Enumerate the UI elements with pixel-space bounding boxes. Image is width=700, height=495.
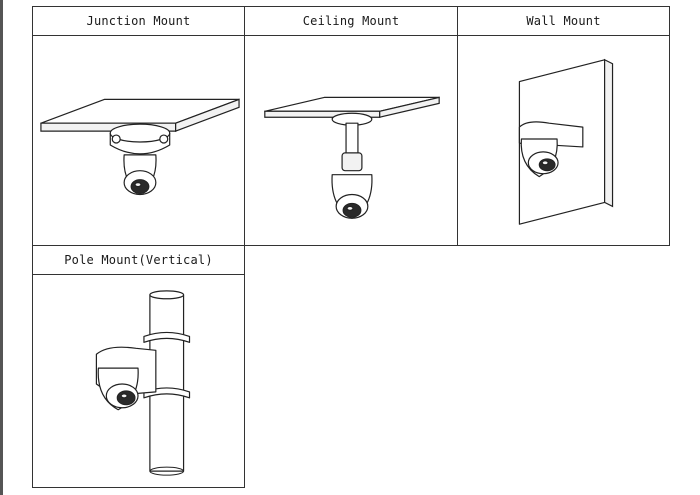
page-left-edge xyxy=(0,0,3,495)
wall-mount-illustration xyxy=(458,36,669,245)
pole-mount-title: Pole Mount(Vertical) xyxy=(33,246,244,275)
pole-mount-illustration xyxy=(33,275,244,487)
ceiling-mount-illustration xyxy=(245,36,457,245)
junction-mount-title: Junction Mount xyxy=(33,7,244,36)
pole-mount-panel: Pole Mount(Vertical) xyxy=(32,245,245,488)
wall-mount-title: Wall Mount xyxy=(458,7,669,36)
junction-mount-panel: Junction Mount xyxy=(32,6,245,246)
ceiling-mount-panel: Ceiling Mount xyxy=(244,6,458,246)
pole-clamp-upper xyxy=(144,332,190,342)
wall-mount-panel: Wall Mount xyxy=(457,6,670,246)
ceiling-mount-title: Ceiling Mount xyxy=(245,7,457,36)
junction-mount-illustration xyxy=(33,36,244,245)
